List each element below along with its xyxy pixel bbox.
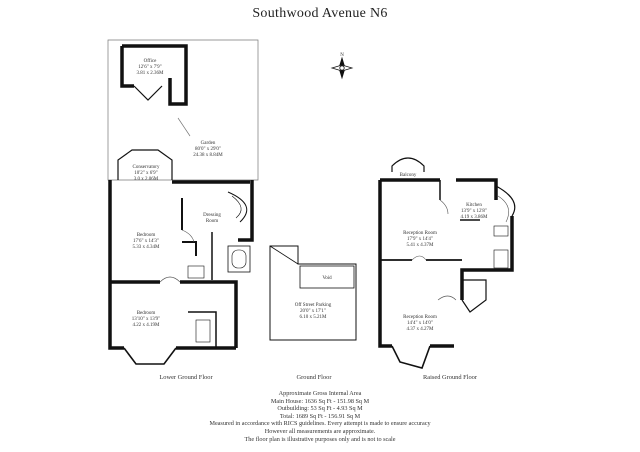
floor-label-raised: Raised Ground Floor: [423, 374, 477, 381]
footer-line-5: Measured in accordance with RICS guideli…: [209, 420, 431, 428]
conservatory-name: Conservatory: [133, 165, 160, 170]
footer-line-1: Approximate Gross Internal Area: [278, 390, 362, 397]
raised-ground-walls: [378, 178, 514, 348]
page-title: Southwood Avenue N6: [252, 6, 388, 21]
floor-label-ground: Ground Floor: [296, 374, 332, 381]
bedroom1-name: Bedroom: [137, 233, 156, 238]
balcony-name: Balcony: [400, 173, 417, 178]
reception2-name: Reception Room: [403, 315, 437, 320]
footer-line-7: The floor plan is illustrative purposes …: [244, 435, 396, 443]
garden-outline: [107, 39, 259, 181]
reception2-metric: 4.37 x 4.27M: [407, 327, 435, 332]
lower-ground-walls: [108, 180, 254, 350]
dressing-name: Dressing: [203, 213, 221, 218]
footer-line-3: Outbuilding: 53 Sq Ft - 4.93 Sq M: [277, 405, 363, 413]
reception1-metric: 5.41 x 4.37M: [407, 243, 435, 248]
void-area: [299, 265, 355, 289]
parking-imperial: 20'0" x 17'1": [300, 309, 326, 314]
reception1-name: Reception Room: [403, 231, 437, 236]
garden-imperial: 80'0" x 29'0": [195, 147, 221, 152]
office-name: Office: [144, 59, 157, 64]
kitchen-imperial: 13'9" x 12'8": [461, 209, 487, 214]
reception2-imperial: 14'4" x 14'0": [407, 321, 433, 326]
office-imperial: 12'6" x 7'9": [138, 65, 161, 70]
parking-name: Off Street Parking: [295, 303, 332, 308]
footer-line-6: However all measurements are approximate…: [264, 427, 376, 435]
kitchen-metric: 4.19 x 3.86M: [461, 215, 489, 220]
garden-name: Garden: [201, 141, 216, 146]
area-summary: Approximate Gross Internal Area Main Hou…: [0, 390, 640, 443]
bedroom1-metric: 5.33 x 4.34M: [133, 245, 161, 250]
parking-metric: 6.10 x 5.21M: [300, 315, 328, 320]
conservatory-outline: [117, 149, 173, 180]
reception1-imperial: 17'9" x 14'4": [407, 237, 433, 242]
footer-line-4: Total: 1689 Sq Ft - 156.91 Sq M: [279, 412, 361, 420]
bedroom2-metric: 4.22 x 4.19M: [133, 323, 161, 328]
dressing-name2: Room: [206, 219, 218, 224]
floor-label-lower: Lower Ground Floor: [159, 374, 213, 381]
garden-metric: 24.38 x 8.84M: [193, 153, 223, 158]
conservatory-metric: 3.0 x 2.06M: [134, 177, 159, 182]
kitchen-name: Kitchen: [466, 203, 482, 208]
office-metric: 3.81 x 2.36M: [137, 71, 165, 76]
ground-floor-walls: [269, 245, 357, 341]
compass-icon: [330, 56, 354, 80]
office-outbuilding: [120, 44, 188, 106]
conservatory-imperial: 10'2" x 6'9": [134, 171, 157, 176]
footer-line-2: Main House: 1636 Sq Ft - 151.98 Sq M: [270, 397, 370, 405]
balcony-outline: [391, 157, 425, 172]
compass-north-label: N: [340, 53, 344, 58]
void-name: Void: [322, 276, 332, 281]
bedroom1-imperial: 17'6" x 14'3": [133, 239, 159, 244]
bedroom2-name: Bedroom: [137, 311, 156, 316]
bedroom2-imperial: 13'10" x 13'9": [132, 317, 160, 322]
